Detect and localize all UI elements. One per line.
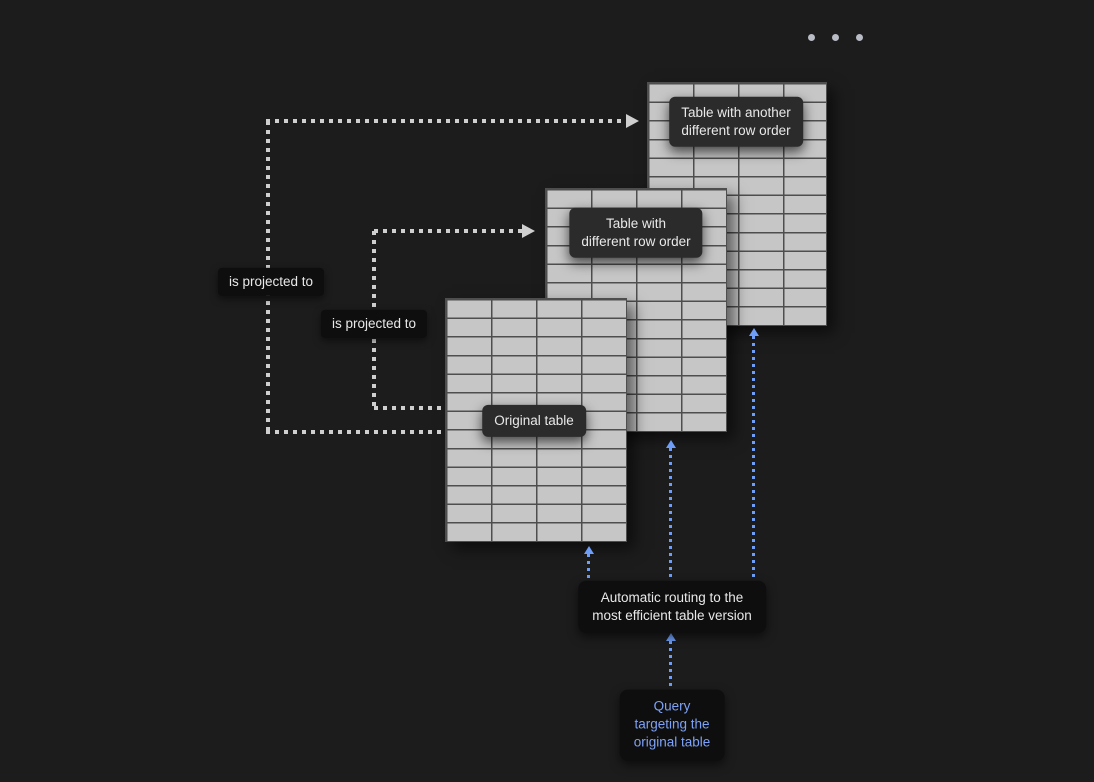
automatic-routing-label: Automatic routing to the most efficient … (578, 580, 766, 634)
table-original-label: Original table (482, 404, 586, 438)
routing-arrow-to-variant2-head-icon (749, 328, 759, 336)
projection-outer-label: is projected to (217, 267, 325, 297)
routing-arrow-to-variant1-line (669, 448, 672, 584)
three-dots-menu-icon[interactable] (806, 32, 865, 43)
table-different-row-order-label: Table with different row order (569, 207, 703, 259)
routing-arrow-to-variant1-head-icon (666, 440, 676, 448)
query-to-routing-arrow-line (669, 641, 672, 688)
routing-arrow-to-variant2-line (752, 336, 755, 584)
query-label: Query targeting the original table (619, 689, 725, 761)
menu-dot-icon (832, 34, 839, 41)
projection-outer-arrow-top-segment (266, 119, 627, 123)
table-another-different-row-order-label: Table with another different row order (669, 96, 803, 148)
projection-inner-label: is projected to (320, 309, 428, 339)
projection-outer-arrowhead-icon (626, 114, 639, 128)
query-to-routing-arrowhead-icon (666, 633, 676, 641)
projection-inner-arrowhead-icon (522, 224, 535, 238)
projection-inner-arrow-top-segment (374, 229, 523, 233)
routing-arrow-to-original-head-icon (584, 546, 594, 554)
routing-arrow-to-original-line (587, 554, 590, 584)
projection-outer-arrow-bottom-segment (266, 430, 445, 434)
projection-inner-arrow-bottom-segment (374, 406, 445, 410)
menu-dot-icon (808, 34, 815, 41)
menu-dot-icon (856, 34, 863, 41)
